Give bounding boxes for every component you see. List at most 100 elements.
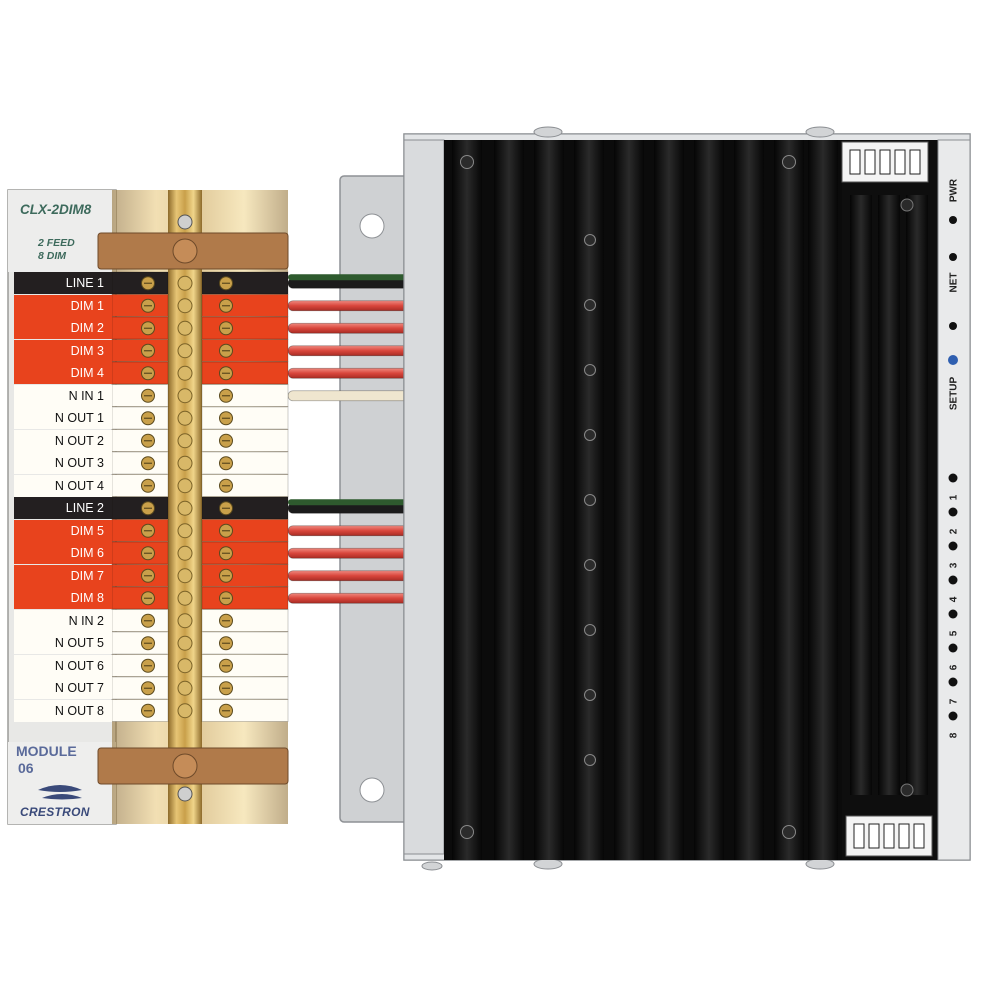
connector-pin [894, 149, 906, 175]
bus-screw [177, 590, 193, 606]
corner-screw [460, 155, 474, 169]
connector-pin [849, 149, 861, 175]
channel-led [948, 541, 958, 551]
wire [287, 345, 409, 357]
net-led [949, 253, 957, 261]
connector-pin [864, 149, 876, 175]
terminal-label: N OUT 7 [14, 677, 112, 699]
bus-screw [177, 658, 193, 674]
terminal-label: DIM 2 [14, 317, 112, 339]
heatsink-screw [584, 364, 596, 376]
terminal-label: DIM 3 [14, 339, 112, 362]
channel-label: 3 [948, 562, 960, 569]
channel-label: 8 [948, 732, 960, 739]
bus-screw [177, 433, 193, 449]
terminal-label: N OUT 5 [14, 632, 112, 654]
corner-screw [460, 825, 474, 839]
ground-wire [288, 499, 408, 506]
net-label: NET [948, 272, 960, 293]
heatsink-screw [584, 299, 596, 311]
terminal-label: N OUT 8 [14, 699, 112, 722]
feed-label-line1: 2 FEED [38, 237, 75, 249]
terminal-label: DIM 7 [14, 564, 112, 587]
terminal-label: N IN 1 [14, 384, 112, 407]
connector-pin [898, 823, 910, 849]
terminal-label: N OUT 3 [14, 452, 112, 474]
connector-pin [853, 823, 865, 849]
bus-screw [177, 613, 193, 629]
module-number: 06 [18, 760, 34, 776]
heatsink-screw [584, 494, 596, 506]
connector-pin [879, 149, 891, 175]
terminal-block [111, 609, 289, 632]
heatsink-fin [808, 140, 838, 860]
control-strip [842, 139, 971, 861]
wire [287, 322, 409, 334]
channel-led [948, 711, 958, 721]
heatsink-screw [584, 624, 596, 636]
heatsink-fin [452, 140, 482, 860]
bus-screw [177, 523, 193, 539]
connector-pin [913, 823, 925, 849]
terminal-block [111, 474, 289, 497]
bus-screw [177, 388, 193, 404]
heatsink-screw [584, 559, 596, 571]
terminal-block [111, 429, 289, 452]
status-led-column [948, 216, 958, 721]
setup-label: SETUP [948, 376, 960, 411]
terminal-label: N IN 2 [14, 609, 112, 632]
terminal-label: N OUT 4 [14, 474, 112, 497]
channel-label: 6 [948, 664, 960, 671]
bus-screw [177, 455, 193, 471]
terminal-label: DIM 6 [14, 542, 112, 564]
bus-screw [177, 365, 193, 381]
heatsink [444, 140, 842, 860]
terminal-block [111, 654, 289, 677]
terminal-block [111, 564, 289, 587]
wire [287, 592, 409, 604]
terminal-block [111, 541, 289, 565]
channel-label: 1 [948, 494, 960, 501]
channel-label: 4 [948, 596, 960, 603]
bus-screw [177, 478, 193, 494]
net-connector-top [841, 141, 929, 183]
heatsink-fin [654, 140, 684, 860]
heatsink-fin [614, 140, 644, 860]
terminal-label: DIM 1 [14, 294, 112, 317]
terminal-label: LINE 2 [14, 497, 112, 519]
channel-led [948, 643, 958, 653]
terminal-block [111, 316, 289, 340]
bus-screw [177, 500, 193, 516]
terminal-block [111, 631, 289, 655]
model-label: CLX-2DIM8 [20, 202, 92, 217]
terminal-label: N OUT 1 [14, 407, 112, 429]
wire [287, 547, 409, 559]
heatsink-screw [584, 754, 596, 766]
heatsink-fin [534, 140, 564, 860]
terminal-label: N OUT 2 [14, 429, 112, 452]
bus-screw [177, 703, 193, 719]
wire [287, 570, 409, 582]
bus-screw [177, 275, 193, 291]
terminal-label: LINE 1 [14, 272, 112, 294]
channel-led [948, 507, 958, 517]
terminal-block [111, 699, 289, 722]
ground-wire [288, 274, 408, 281]
terminal-block [111, 406, 289, 430]
heatsink-screw [584, 234, 596, 246]
corner-screw [782, 825, 796, 839]
channel-led [948, 677, 958, 687]
terminal-label: DIM 8 [14, 587, 112, 609]
terminal-block [111, 361, 289, 385]
bus-screw [177, 545, 193, 561]
led [949, 322, 957, 330]
channel-label: 2 [948, 528, 960, 535]
terminal-block [111, 496, 289, 520]
terminal-block [111, 339, 289, 362]
setup-led [948, 355, 958, 365]
wire [287, 300, 409, 312]
bus-screw [177, 635, 193, 651]
terminal-block [111, 271, 289, 295]
terminal-block [111, 451, 289, 475]
